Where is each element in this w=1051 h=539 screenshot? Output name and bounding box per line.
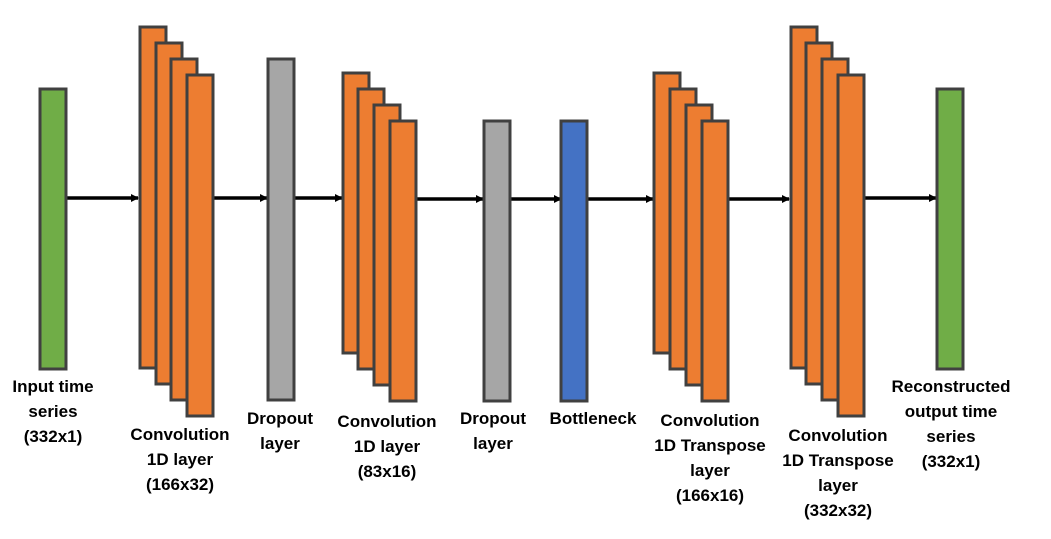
output-label-line-3: series [926,427,976,446]
convT2-label-line-2: 1D Transpose [782,451,894,470]
output-label-line-1: Reconstructed [891,377,1011,396]
conv1-label-line-1: Convolution [130,425,230,444]
conv1-label: Convolution 1D layer (166x32) [130,422,229,497]
convT2-stack [789,25,866,418]
input-label: Input time series (332x1) [12,374,93,449]
bottleneck-label: Bottleneck [550,406,637,431]
convT2-label-line-3: layer [818,476,858,495]
conv2-label-line-2: 1D layer [353,437,421,456]
convT1-label-line-1: Convolution [660,411,760,430]
conv1-feature-map-4 [185,73,215,418]
convT1-label-line-3: layer [690,461,730,480]
convT2-feature-map-4 [836,73,866,418]
arrows [66,194,937,203]
convT1-stack [652,71,730,403]
convT2-label-line-4: (332x32) [803,501,873,520]
output-time-series-block [935,87,965,371]
dropout1-label-line-2: layer [260,434,300,453]
convT1-label: Convolution 1D Transpose layer (166x16) [654,408,766,508]
output-label-line-4: (332x1) [921,452,981,471]
bottleneck-block [559,119,589,403]
input-label-line-3: (332x1) [23,427,83,446]
bottleneck-label-line-1: Bottleneck [549,409,637,428]
dropout2-block [482,119,512,403]
input-label-line-2: series [28,402,78,421]
dropout1-block [266,57,296,402]
dropout1-label: Dropout layer [247,406,313,456]
conv1-stack [138,25,215,418]
convT1-feature-map-4 [700,119,730,403]
conv1-label-line-2: 1D layer [146,450,214,469]
dropout2-label: Dropout layer [460,406,526,456]
dropout2-label-line-2: layer [473,434,513,453]
conv2-label-line-1: Convolution [337,412,437,431]
convT2-label-line-1: Convolution [788,426,888,445]
conv1-label-line-3: (166x32) [145,475,215,494]
dropout1-label-line-1: Dropout [246,409,314,428]
input-label-line-1: Input time [12,377,94,396]
convT2-label: Convolution 1D Transpose layer (332x32) [782,423,894,523]
conv2-feature-map-4 [388,119,418,403]
convT1-label-line-4: (166x16) [675,486,745,505]
input-time-series-block [38,87,68,371]
conv2-label-line-3: (83x16) [357,462,417,481]
output-label: Reconstructed output time series (332x1) [891,374,1010,474]
conv2-label: Convolution 1D layer (83x16) [337,409,436,484]
conv2-stack [341,71,418,403]
output-label-line-2: output time [904,402,998,421]
convT1-label-line-2: 1D Transpose [654,436,766,455]
dropout2-label-line-1: Dropout [459,409,527,428]
